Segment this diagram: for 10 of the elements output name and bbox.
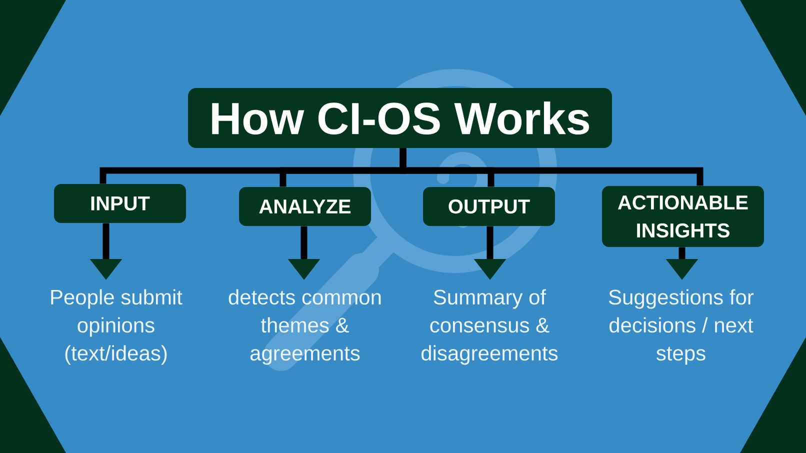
connector-line [400, 148, 704, 186]
description-text: People submit opinions (text/ideas) [51, 289, 182, 365]
description-text: Suggestions for decisions / next steps [609, 289, 754, 365]
step-box: ACTIONABLE INSIGHTS [602, 186, 764, 247]
step-box: OUTPUT [423, 187, 555, 226]
step-box: ANALYZE [239, 187, 371, 226]
step-box: INPUT [54, 184, 186, 223]
description-text: detects common themes & agreements [228, 289, 381, 365]
title-box: How CI-OS Works [188, 88, 612, 148]
description-text: Summary of consensus & disagreements [422, 289, 558, 365]
